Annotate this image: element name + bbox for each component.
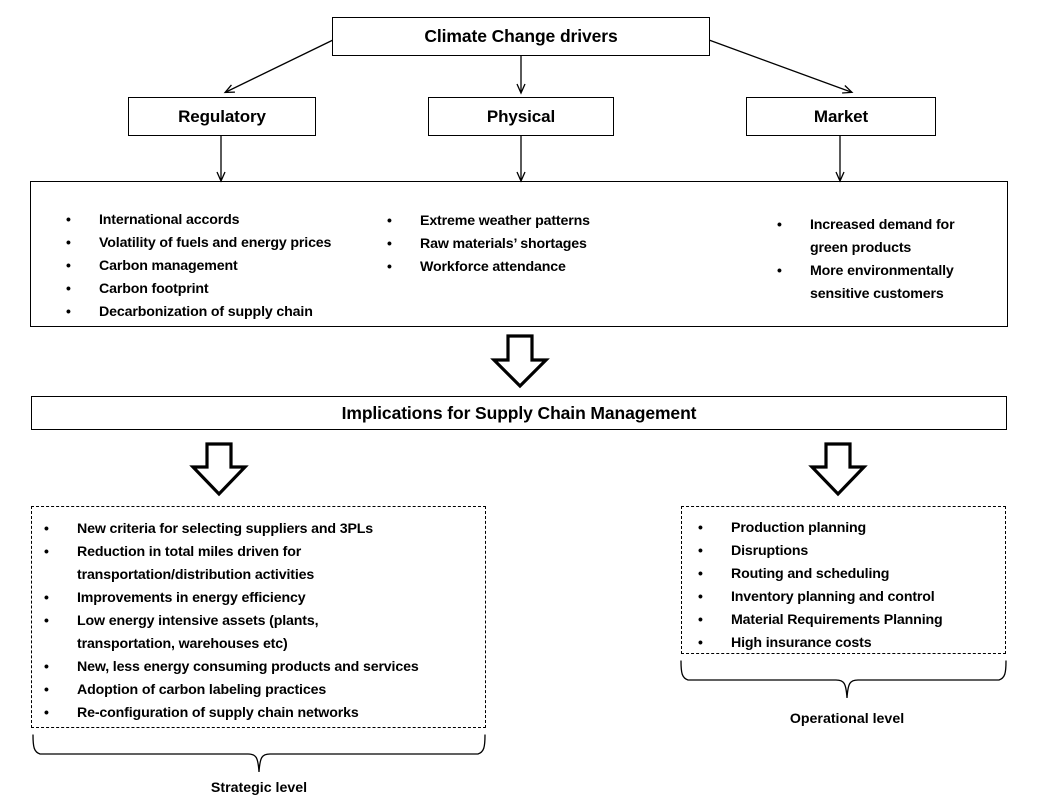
list-item: Material Requirements Planning	[698, 608, 998, 632]
list-item: Low energy intensive assets (plants, tra…	[44, 609, 377, 656]
list-item: High insurance costs	[698, 631, 998, 655]
label-operational-level: Operational level	[789, 711, 905, 727]
node-label: Regulatory	[178, 106, 266, 126]
node-category-market[interactable]: Market	[746, 97, 936, 136]
panel-operational-level: Production planning Disruptions Routing …	[681, 506, 1006, 654]
panel-climate-drivers: International accords Volatility of fuel…	[30, 181, 1008, 327]
list-item: Carbon footprint	[66, 277, 376, 301]
list-item: Carbon management	[66, 254, 376, 278]
panel-strategic-level: New criteria for selecting suppliers and…	[31, 506, 486, 728]
node-label: Physical	[486, 106, 556, 126]
list-item: Workforce attendance	[387, 255, 647, 279]
node-category-physical[interactable]: Physical	[428, 97, 614, 136]
list-item: International accords	[66, 208, 376, 232]
node-label: Climate Change drivers	[424, 26, 618, 46]
list-item: Decarbonization of supply chain	[66, 300, 376, 324]
block-arrow-banner-to-strategic	[189, 442, 249, 497]
node-label: Implications for Supply Chain Management	[341, 402, 697, 423]
arrow-title-to-regulatory	[223, 39, 334, 94]
list-item: Disruptions	[698, 539, 998, 563]
list-market-drivers: Increased demand for green products More…	[777, 213, 977, 306]
label-strategic-level: Strategic level	[210, 780, 308, 796]
list-item: New criteria for selecting suppliers and…	[44, 517, 474, 541]
list-item: Volatility of fuels and energy prices	[66, 231, 376, 255]
list-item: Extreme weather patterns	[387, 209, 647, 233]
list-item: Adoption of carbon labeling practices	[44, 678, 474, 702]
list-item: Reduction in total miles driven for tran…	[44, 540, 377, 587]
list-strategic-items: New criteria for selecting suppliers and…	[44, 517, 474, 725]
list-operational-items: Production planning Disruptions Routing …	[698, 516, 998, 655]
node-climate-change-drivers[interactable]: Climate Change drivers	[332, 17, 710, 56]
node-category-regulatory[interactable]: Regulatory	[128, 97, 316, 136]
list-item: Routing and scheduling	[698, 562, 998, 586]
list-item: More environmentally sensitive customers	[777, 259, 977, 306]
block-arrow-banner-to-operational	[808, 442, 868, 497]
list-item: Re-configuration of supply chain network…	[44, 701, 474, 725]
list-item: Inventory planning and control	[698, 585, 998, 609]
list-item: Production planning	[698, 516, 998, 540]
block-arrow-panel-to-banner	[490, 334, 550, 389]
brace-operational	[680, 660, 1007, 699]
list-regulatory-drivers: International accords Volatility of fuel…	[66, 208, 376, 324]
list-item: Improvements in energy efficiency	[44, 586, 474, 610]
list-item: Increased demand for green products	[777, 213, 977, 260]
node-implications-banner[interactable]: Implications for Supply Chain Management	[31, 396, 1007, 430]
list-physical-drivers: Extreme weather patterns Raw materials’ …	[387, 209, 647, 279]
list-item: Raw materials’ shortages	[387, 232, 647, 256]
brace-strategic	[32, 734, 486, 773]
list-item: New, less energy consuming products and …	[44, 655, 474, 679]
node-label: Market	[813, 106, 869, 126]
arrow-title-to-market	[708, 39, 854, 94]
